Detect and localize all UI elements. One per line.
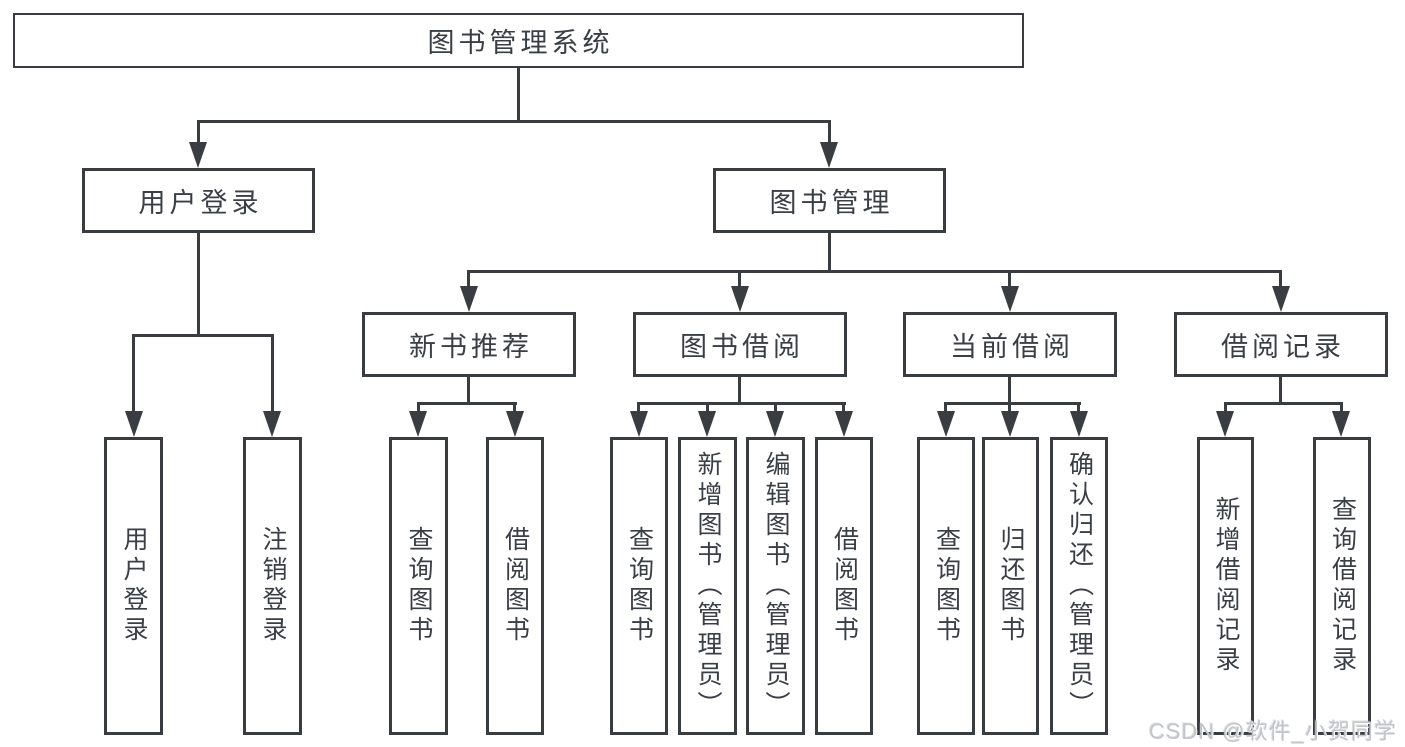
connector-line (637, 402, 846, 405)
leaf-label: 归还图书 (997, 526, 1025, 646)
leaf-label: 查询借阅记录 (1328, 496, 1357, 676)
connector-line (1279, 375, 1282, 405)
leaf-label: 编辑图书（管理员） (762, 451, 790, 721)
connector-line (738, 270, 741, 288)
connector-line (1008, 270, 1011, 288)
arrowhead-down-icon (1001, 286, 1019, 312)
arrowhead-down-icon (189, 142, 207, 168)
node-current-borrowing: 当前借阅 (903, 312, 1117, 377)
leaf-label: 查询图书 (625, 526, 654, 646)
leaf-logout: 注销登录 (243, 437, 302, 735)
connector-line (467, 270, 470, 288)
node-book-borrowing: 图书借阅 (633, 312, 847, 377)
leaf-query-books-recommend: 查询图书 (389, 437, 448, 735)
arrowhead-down-icon (1070, 411, 1088, 437)
arrowhead-down-icon (630, 411, 648, 437)
arrowhead-down-icon (506, 411, 524, 437)
connector-line (774, 402, 777, 413)
leaf-query-borrow-record: 查询借阅记录 (1313, 437, 1371, 735)
arrowhead-down-icon (409, 411, 427, 437)
node-label: 新书推荐 (409, 332, 533, 362)
connector-line (1008, 375, 1011, 405)
leaf-edit-book-admin: 编辑图书（管理员） (746, 437, 805, 735)
connector-line (637, 402, 640, 413)
connector-line (132, 334, 274, 337)
arrowhead-down-icon (698, 411, 716, 437)
node-book-management: 图书管理 (713, 168, 946, 233)
connector-line (842, 402, 845, 413)
leaf-label: 确认归还（管理员） (1065, 451, 1094, 721)
leaf-label: 借阅图书 (501, 526, 530, 646)
connector-line (417, 402, 517, 405)
leaf-borrow-books-recommend: 借阅图书 (486, 437, 544, 735)
arrowhead-down-icon (125, 411, 143, 437)
connector-line (828, 231, 831, 273)
arrowhead-down-icon (263, 411, 281, 437)
leaf-query-books-current: 查询图书 (917, 437, 975, 735)
node-label: 图书管理 (769, 188, 894, 218)
node-new-book-recommendation: 新书推荐 (362, 312, 576, 377)
connector-line (517, 66, 520, 122)
connector-line (1224, 402, 1343, 405)
leaf-label: 新增借阅记录 (1212, 496, 1240, 676)
arrowhead-down-icon (1332, 411, 1350, 437)
connector-line (467, 375, 470, 405)
leaf-query-books-borrowing: 查询图书 (610, 437, 668, 735)
arrowhead-down-icon (937, 411, 955, 437)
arrowhead-down-icon (731, 286, 749, 312)
node-label: 用户登录 (138, 188, 263, 218)
arrowhead-down-icon (460, 286, 478, 312)
leaf-return-books: 归还图书 (982, 437, 1039, 735)
arrowhead-down-icon (835, 411, 853, 437)
connector-line (197, 120, 831, 123)
leaf-label: 新增图书（管理员） (694, 451, 722, 721)
connector-line (467, 270, 1282, 273)
leaf-add-borrow-record: 新增借阅记录 (1197, 437, 1254, 735)
leaf-confirm-return-admin: 确认归还（管理员） (1050, 437, 1108, 735)
connector-line (706, 402, 709, 413)
leaf-borrow-books-borrowing: 借阅图书 (815, 437, 873, 735)
arrowhead-down-icon (1001, 411, 1019, 437)
connector-line (417, 402, 420, 413)
connector-line (132, 334, 135, 413)
connector-line (1279, 270, 1282, 288)
arrowhead-down-icon (820, 142, 838, 168)
connector-line (738, 375, 741, 405)
node-label: 图书借阅 (680, 332, 804, 362)
connector-line (1008, 402, 1011, 413)
arrowhead-down-icon (766, 411, 784, 437)
connector-line (271, 334, 274, 413)
arrowhead-down-icon (1272, 286, 1290, 312)
connector-line (1077, 402, 1080, 413)
leaf-label: 注销登录 (259, 526, 287, 646)
node-label: 图书管理系统 (427, 28, 614, 58)
node-label: 借阅记录 (1221, 332, 1345, 362)
leaf-label: 用户登录 (120, 526, 148, 646)
connector-line (197, 231, 200, 337)
node-borrowing-records: 借阅记录 (1174, 312, 1388, 377)
connector-line (828, 120, 831, 144)
connector-line (1340, 402, 1343, 413)
connector-line (1224, 402, 1227, 413)
node-user-login: 用户登录 (82, 168, 315, 233)
node-library-management-system: 图书管理系统 (13, 13, 1024, 68)
leaf-user-login: 用户登录 (104, 437, 163, 735)
connector-line (944, 402, 1081, 405)
connector-line (944, 402, 947, 413)
connector-line (513, 402, 516, 413)
leaf-label: 查询图书 (405, 526, 433, 646)
leaf-label: 查询图书 (932, 526, 961, 646)
connector-line (197, 120, 200, 144)
watermark: CSDN @软件_小贺同学 (1148, 719, 1397, 744)
leaf-add-book-admin: 新增图书（管理员） (678, 437, 737, 735)
leaf-label: 借阅图书 (830, 526, 859, 646)
arrowhead-down-icon (1216, 411, 1234, 437)
node-label: 当前借阅 (950, 332, 1074, 362)
